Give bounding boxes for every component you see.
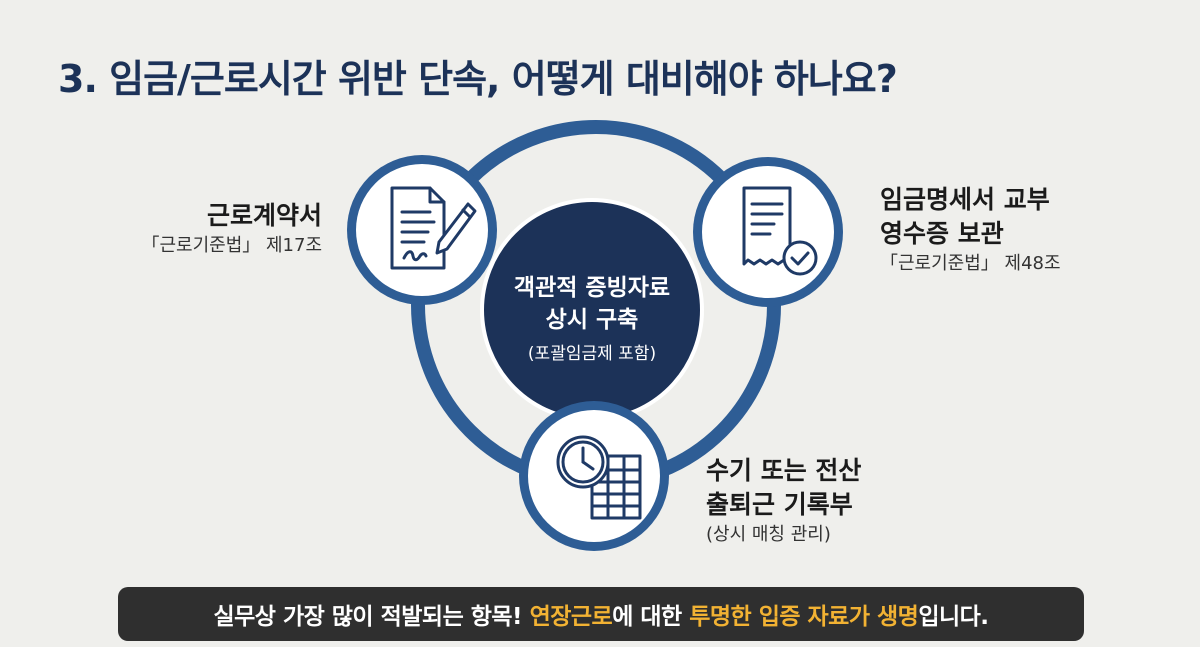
payslip-title-line2: 영수증 보관 — [880, 219, 1004, 248]
banner-text-2: 에 대한 — [612, 604, 690, 630]
summary-banner: 실무상 가장 많이 적발되는 항목! 연장근로 에 대한 투명한 입증 자료가 … — [118, 587, 1084, 641]
attendance-label: 수기 또는 전산 출퇴근 기록부 (상시 매칭 관리) — [706, 454, 861, 548]
contract-node — [347, 155, 497, 305]
receipt-check-icon — [742, 186, 818, 276]
banner-text-3: 입니다. — [918, 604, 989, 630]
banner-highlight-2: 투명한 입증 자료가 생명 — [689, 604, 919, 630]
center-label: 객관적 증빙자료 상시 구축 (포괄임금제 포함) — [482, 272, 702, 368]
center-sub: (포괄임금제 포함) — [527, 344, 657, 364]
center-line1: 객관적 증빙자료 — [513, 275, 671, 301]
attendance-node — [519, 401, 669, 551]
banner-text-1: 실무상 가장 많이 적발되는 항목! — [213, 604, 530, 630]
attendance-title-line2: 출퇴근 기록부 — [706, 490, 853, 519]
contract-sub: 「근로기준법」 제17조 — [141, 235, 322, 256]
payslip-label: 임금명세서 교부 영수증 보관 「근로기준법」 제48조 — [880, 183, 1061, 277]
attendance-sub: (상시 매칭 관리) — [706, 524, 831, 545]
attendance-title-line1: 수기 또는 전산 — [706, 456, 862, 485]
banner-highlight-1: 연장근로 — [529, 604, 613, 630]
signed-contract-icon — [390, 186, 477, 270]
page-title: 3. 임금/근로시간 위반 단속, 어떻게 대비해야 하나요? — [58, 57, 898, 101]
receipt-node — [693, 157, 843, 307]
contract-label: 근로계약서 「근로기준법」 제17조 — [141, 199, 322, 259]
contract-title: 근로계약서 — [206, 201, 322, 230]
payslip-sub: 「근로기준법」 제48조 — [880, 253, 1061, 274]
payslip-title-line1: 임금명세서 교부 — [880, 185, 1050, 214]
clock-spreadsheet-icon — [556, 435, 642, 520]
center-line2: 상시 구축 — [545, 307, 639, 333]
